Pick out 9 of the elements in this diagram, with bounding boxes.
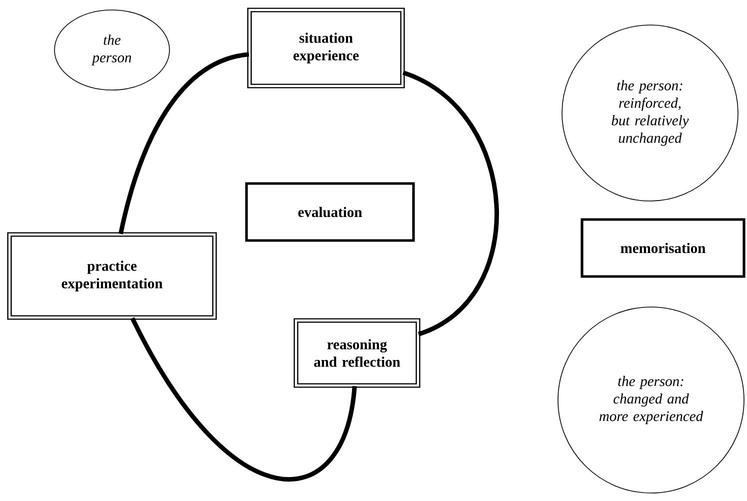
- stage-box: situation experience: [247, 8, 405, 88]
- cycle-arc: [402, 70, 499, 336]
- cycle-arc: [118, 52, 250, 234]
- process-box: evaluation: [245, 182, 415, 242]
- cycle-arc: [130, 317, 357, 481]
- person-oval: the person: [54, 10, 170, 90]
- stage-box: reasoning and reflection: [294, 318, 420, 388]
- stage-box: practice experimentation: [7, 232, 217, 320]
- process-box: memorisation: [580, 218, 746, 278]
